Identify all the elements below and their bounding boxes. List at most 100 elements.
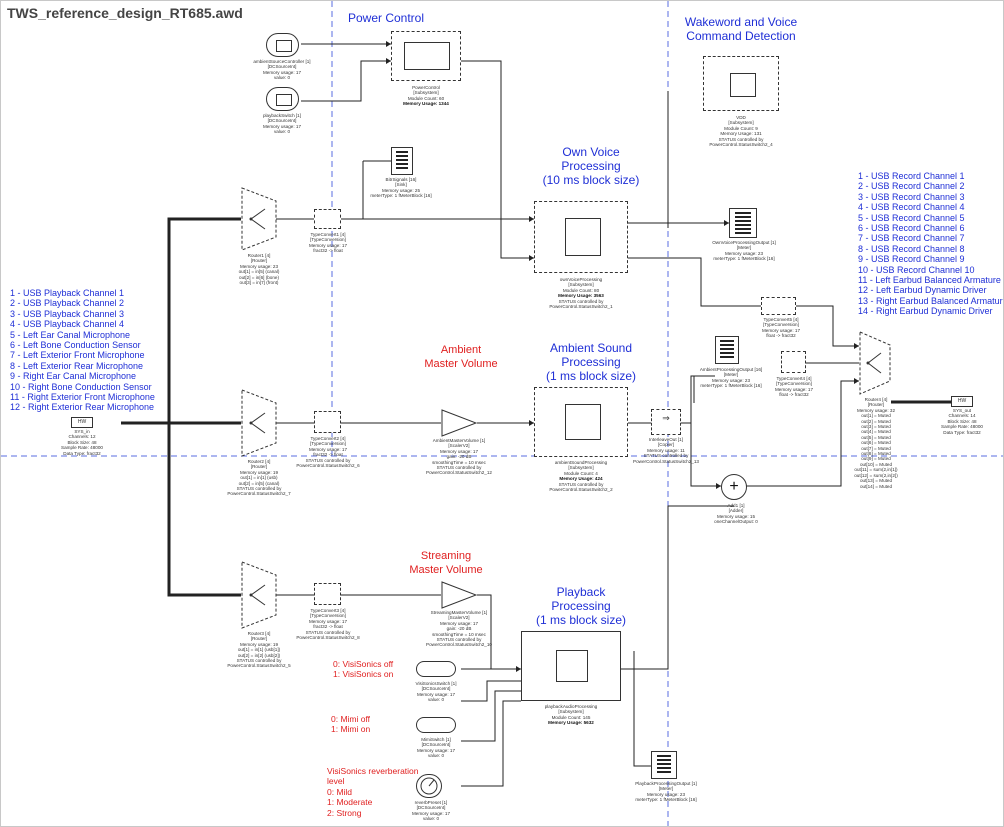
power-control-subsystem[interactable] [391, 31, 461, 81]
source-top-caption: ambientSourceController [1] [DCSourceInt… [246, 59, 318, 81]
caption-line: [Subsystem] [558, 709, 584, 715]
type-convert-out[interactable] [761, 297, 796, 315]
streaming-volume-block[interactable] [441, 581, 477, 609]
adder-caption: Add1 [1] [Adder] Memory usage: 15 oneCha… [701, 503, 771, 525]
legend-item: 3 - USB Playback Channel 3 [10, 308, 125, 319]
caption-line: [Meter] [658, 786, 674, 792]
playback-subsystem[interactable] [521, 631, 621, 701]
caption-line: Module Count: 9 [724, 125, 758, 131]
legend-item: 13 - Right Earbud Balanced Armature [858, 295, 1004, 306]
caption-line: StreamingMasterVolume [1] [430, 610, 488, 615]
caption-line: out[11] = sum(2,in[1]) [854, 467, 898, 473]
legend-item: 8 - USB Record Channel 8 [858, 243, 965, 254]
bus-wire [121, 217, 241, 425]
caption-line: VisiSonicsSwitch [1] [415, 681, 457, 686]
legend-item: 0: Mimi off [331, 714, 371, 724]
type-convert-top[interactable] [314, 209, 341, 229]
caption-line: STATUS controlled by [558, 298, 604, 304]
caption-line: Block Size: 48 [67, 439, 97, 445]
caption-line: [TypeConversion] [776, 381, 812, 387]
arrowheads [386, 41, 859, 672]
power-control-caption: PowerControl [Subsystem] Module Count: 6… [386, 85, 466, 107]
ambient-meter[interactable] [715, 336, 739, 364]
meter-icon [720, 340, 734, 358]
caption-line: playbackAudioProcessing [544, 704, 598, 709]
meter-sink-mid[interactable] [391, 147, 413, 175]
caption-line: Memory usage: 17 [308, 242, 348, 248]
caption-line: out[2] = Muted [861, 418, 891, 424]
router-top-caption: Router1 [4] [Router] Memory usage: 23 ou… [223, 253, 295, 285]
hw-input-caption: SYS_in Channels: 12 Block Size: 48 Sampl… [53, 429, 111, 456]
caption-line: fract32 -> float [313, 248, 343, 254]
router-bottom-block[interactable] [241, 561, 277, 629]
legend-item: 9 - Right Ear Canal Microphone [10, 371, 137, 382]
router-mid-block[interactable] [241, 389, 277, 457]
caption-line: Memory usage: 17 [411, 810, 451, 816]
caption-line: Module Count: 4 [564, 470, 598, 476]
dc-source-icon [276, 40, 292, 52]
hw-output-block[interactable]: HW [951, 396, 973, 407]
caption-line: Memory Usage: 1344 [403, 101, 449, 107]
caption-line: Memory usage: 11 [647, 447, 685, 453]
type-convert-out2[interactable] [781, 351, 806, 373]
caption-line: Memory usage: 32 [856, 407, 896, 413]
hw-input-block[interactable]: HW [71, 417, 93, 428]
caption-line: STATUS controlled by [436, 637, 482, 643]
caption-line: Memory usage: 17 [439, 448, 479, 454]
playback-meter[interactable] [651, 751, 677, 779]
type-convert-mid[interactable] [314, 411, 341, 433]
source-top-block[interactable] [266, 33, 299, 57]
legend-item: 0: Mild [327, 786, 353, 797]
ambient-volume-caption: AmbientMasterVolume [1] [ScalerV2] Memor… [419, 438, 499, 476]
legend-item: 6 - Left Bone Conduction Sensor [10, 340, 141, 351]
legend-item: 11 - Right Exterior Front Microphone [10, 392, 155, 403]
caption-line: Memory usage: 19 [239, 641, 279, 647]
reverb-preset-knob[interactable] [416, 774, 442, 798]
caption-line: [DCSourceInt] [267, 118, 297, 124]
caption-line: Memory Usage: 424 [559, 476, 603, 482]
caption-line: float -> fract32 [766, 333, 796, 339]
type-convert-bottom[interactable] [314, 583, 341, 605]
section-ambient-sound: Ambient Sound Processing (1 ms block siz… [531, 341, 651, 383]
caption-line: [DCSourceInt] [267, 64, 297, 70]
mimi-switch[interactable] [416, 717, 456, 733]
mimi-legend: 0: Mimi off 1: Mimi on [331, 714, 370, 735]
ambient-subsystem-caption: ambientSoundProcessing [Subsystem] Modul… [536, 460, 626, 492]
subsystem-icon [565, 404, 601, 440]
caption-line: Memory usage: 17 [774, 386, 814, 392]
dc-source-icon [276, 94, 292, 106]
legend-item: 14 - Right Earbud Dynamic Driver [858, 306, 993, 317]
legend-item: 1 - USB Record Channel 1 [858, 171, 965, 181]
wire [461, 60, 534, 259]
caption-line: Memory usage: 25 [381, 187, 421, 193]
router-top-block[interactable] [241, 187, 277, 251]
caption-line: Memory Usage: 5632 [548, 720, 594, 726]
router-output-block[interactable] [859, 331, 891, 395]
own-voice-subsystem[interactable] [534, 201, 628, 273]
own-voice-meter[interactable] [729, 208, 757, 238]
adder-block[interactable]: + [721, 474, 747, 500]
caption-line: TypeConvert1 [4] [310, 232, 346, 237]
visisonics-switch[interactable] [416, 661, 456, 677]
knob-icon [420, 777, 438, 795]
caption-line: PowerControl.StatusSwitch2_4 [709, 142, 773, 148]
source-bottom-block[interactable] [266, 87, 299, 111]
section-wakeword-line: Wakeword and Voice [684, 15, 798, 29]
router-output-caption: Router4 [4] [Router] Memory usage: 32 ou… [836, 397, 916, 489]
legend-item: 4 - USB Record Channel 4 [858, 202, 965, 213]
caption-line: ownVoiceProcessing [559, 277, 603, 282]
ambient-subsystem[interactable] [534, 387, 628, 457]
interleave-block[interactable]: ⇒ [651, 409, 681, 435]
caption-line: ambientSoundProcessing [554, 460, 608, 465]
caption-line: Data Type: fract32 [63, 450, 101, 456]
wakeword-subsystem[interactable] [703, 56, 779, 111]
caption-line: STATUS controlled by [718, 136, 764, 142]
caption-line: Memory usage: 23 [724, 250, 764, 256]
caption-line: AmbientMasterVolume [1] [432, 438, 486, 443]
reverb-legend: VisiSonics reverberation level 0: Mild 1… [327, 766, 419, 818]
ambient-volume-block[interactable] [441, 409, 477, 437]
type-convert-bottom-caption: TypeConvert3 [4] [TypeConversion] Memory… [293, 608, 363, 640]
wire [681, 375, 721, 487]
